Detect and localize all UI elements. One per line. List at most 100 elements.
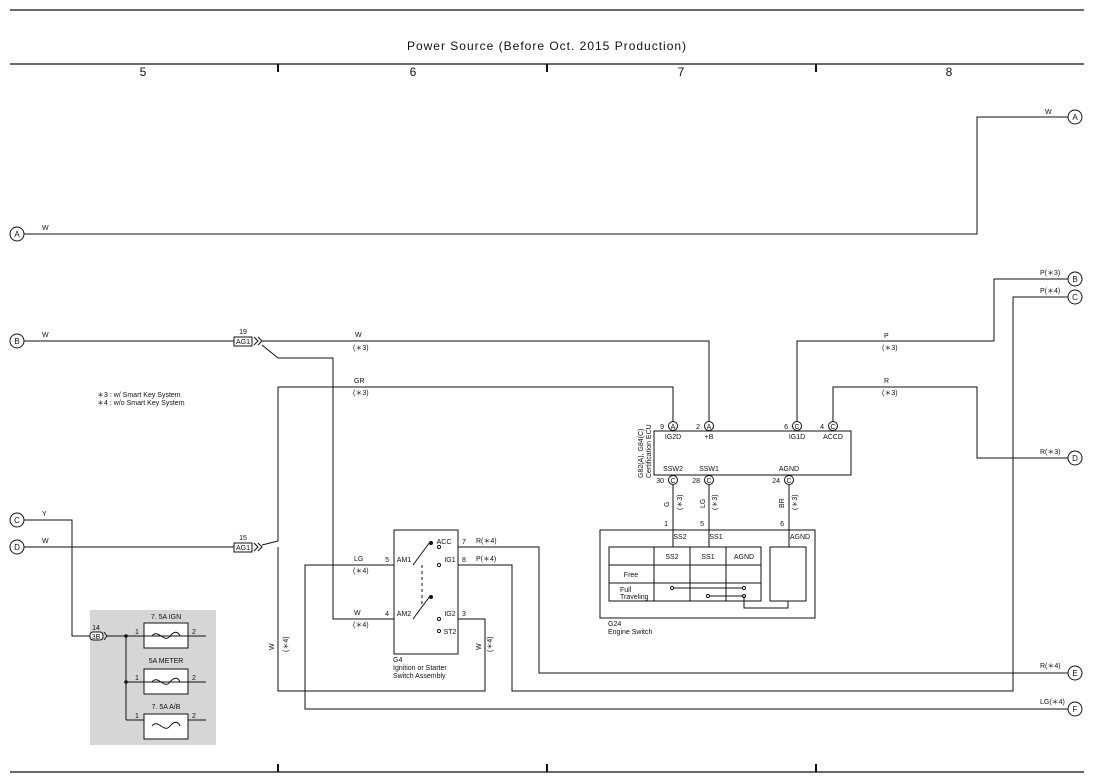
wire-color-label: R(＊4) — [476, 538, 497, 545]
column-number: 8 — [946, 65, 953, 79]
svg-text:4: 4 — [385, 611, 389, 618]
svg-text:SS2: SS2 — [665, 554, 678, 561]
wire-condition-label: (＊4) — [283, 636, 290, 652]
ecu-label: Certification ECU — [646, 424, 653, 478]
wire-condition-label: (＊3) — [712, 494, 719, 510]
connector-e-right[interactable]: E — [1067, 665, 1083, 681]
ecu-label: G82(A), G84(C) — [638, 429, 645, 478]
svg-text:IG1: IG1 — [444, 557, 455, 564]
svg-text:2: 2 — [192, 629, 196, 636]
svg-text:1: 1 — [664, 521, 668, 528]
svg-text:SSW1: SSW1 — [699, 466, 719, 473]
svg-text:AM1: AM1 — [397, 557, 412, 564]
ecu-pin-ig2d[interactable]: A 9 IG2D — [660, 421, 681, 442]
fuse-ign: 7. 5A IGN 1 2 — [126, 614, 206, 649]
wire-color-label: G — [664, 502, 671, 507]
svg-text:ACC: ACC — [437, 539, 452, 546]
wire-condition-label: (＊3) — [353, 390, 369, 397]
svg-text:B: B — [1072, 275, 1077, 284]
connector-d-left[interactable]: D — [9, 539, 25, 555]
wire-condition-label: (＊3) — [882, 390, 898, 397]
wire-color-label: R — [884, 378, 889, 385]
svg-text:AM2: AM2 — [397, 611, 412, 618]
ecu-pin-plus-b[interactable]: A 2 +B — [696, 421, 714, 442]
svg-text:1: 1 — [135, 629, 139, 636]
wire-p-b — [796, 278, 1068, 421]
wire-condition-label: (＊4) — [353, 568, 369, 575]
wire-condition-label: (＊3) — [353, 345, 369, 352]
connector-b-right[interactable]: B — [1067, 271, 1083, 287]
ecu-pin-agnd[interactable]: C 24 AGND — [772, 466, 799, 485]
wire-condition-label: (＊4) — [487, 636, 494, 652]
wire-color-label: P(＊4) — [476, 556, 496, 563]
svg-text:5A METER: 5A METER — [149, 658, 184, 665]
svg-text:C: C — [794, 424, 799, 431]
svg-text:2: 2 — [696, 424, 700, 431]
svg-text:6: 6 — [780, 521, 784, 528]
svg-text:+B: +B — [705, 434, 714, 441]
connector-c-right[interactable]: C — [1067, 289, 1083, 305]
svg-text:3: 3 — [462, 611, 466, 618]
column-number: 5 — [140, 65, 147, 79]
svg-text:6: 6 — [784, 424, 788, 431]
connector-a-left[interactable]: A — [9, 226, 25, 242]
svg-text:Full: Full — [620, 587, 632, 594]
svg-text:AGND: AGND — [779, 466, 799, 473]
g4-desc: Switch Assembly — [393, 673, 446, 680]
svg-text:14: 14 — [92, 625, 100, 632]
ecu-pin-ig1d[interactable]: C 6 IG1D — [784, 421, 805, 442]
wire-color-label: W — [269, 643, 276, 650]
connector-a-right[interactable]: A — [1067, 109, 1083, 125]
wire-condition-label: (＊4) — [353, 622, 369, 629]
g4-name: G4 — [393, 657, 402, 664]
wire-ag1-15-out — [261, 540, 279, 546]
connector-d-right[interactable]: D — [1067, 450, 1083, 466]
junction-ag1-19[interactable]: AG1 19 — [233, 329, 263, 347]
svg-text:30: 30 — [656, 478, 664, 485]
wire-w-to-ecu-b — [262, 340, 710, 421]
ecu-pin-ssw2[interactable]: C 30 SSW2 — [656, 466, 683, 485]
wire-lg4-f — [304, 564, 1068, 710]
svg-text:A: A — [1072, 113, 1078, 122]
junction-3b[interactable]: 3B 14 — [89, 625, 108, 641]
svg-text:C: C — [14, 516, 20, 525]
wire-p4-c — [458, 296, 1068, 692]
svg-text:IG2: IG2 — [444, 611, 455, 618]
g24-name: G24 — [608, 621, 621, 628]
wire-color-label: W — [42, 538, 49, 545]
wire-color-label: LG(＊4) — [1040, 699, 1065, 706]
ecu-pin-accd[interactable]: C 4 ACCD — [820, 421, 843, 442]
svg-text:AGND: AGND — [734, 554, 754, 561]
wire-condition-label: (＊3) — [792, 494, 799, 510]
connector-b-left[interactable]: B — [9, 333, 25, 349]
wire-color-label: W — [354, 610, 361, 617]
connector-f-right[interactable]: F — [1067, 701, 1083, 717]
engine-switch-g24: 1 5 6 SS2 SS1 AGND SS2 SS1 AGND Free Ful… — [599, 521, 816, 619]
svg-text:7. 5A A/B: 7. 5A A/B — [152, 704, 181, 711]
wire-color-label: P — [884, 333, 889, 340]
svg-text:4: 4 — [820, 424, 824, 431]
note-no-smart-key: ＊4 : w/o Smart Key System — [97, 400, 185, 407]
fuse-ab: 7. 5A A/B 1 2 — [126, 704, 206, 740]
svg-text:7: 7 — [462, 539, 466, 546]
svg-text:D: D — [1072, 454, 1078, 463]
svg-text:AG1: AG1 — [236, 545, 250, 552]
note-smart-key: ＊3 : w/ Smart Key System — [97, 392, 181, 399]
svg-text:E: E — [1072, 669, 1077, 678]
ecu-pin-ssw1[interactable]: C 28 SSW1 — [692, 466, 719, 485]
wire-color-label: P(＊3) — [1040, 270, 1060, 277]
svg-text:19: 19 — [239, 329, 247, 336]
connector-c-left[interactable]: C — [9, 512, 25, 528]
svg-text:C: C — [670, 478, 675, 485]
certification-ecu — [653, 430, 852, 476]
wire-color-label: R(＊4) — [1040, 663, 1061, 670]
wire-r4-e — [458, 546, 1068, 674]
wire-color-label: LG — [354, 556, 363, 563]
ignition-switch-g4: ACC IG1 IG2 ST2 AM1 AM2 7 8 3 5 4 — [385, 529, 466, 655]
wire-r-d — [832, 386, 1068, 459]
svg-text:1: 1 — [135, 675, 139, 682]
wire-w-am2 — [261, 344, 394, 620]
svg-text:C: C — [830, 424, 835, 431]
junction-ag1-15[interactable]: AG1 15 — [233, 535, 263, 553]
svg-text:1: 1 — [135, 713, 139, 720]
